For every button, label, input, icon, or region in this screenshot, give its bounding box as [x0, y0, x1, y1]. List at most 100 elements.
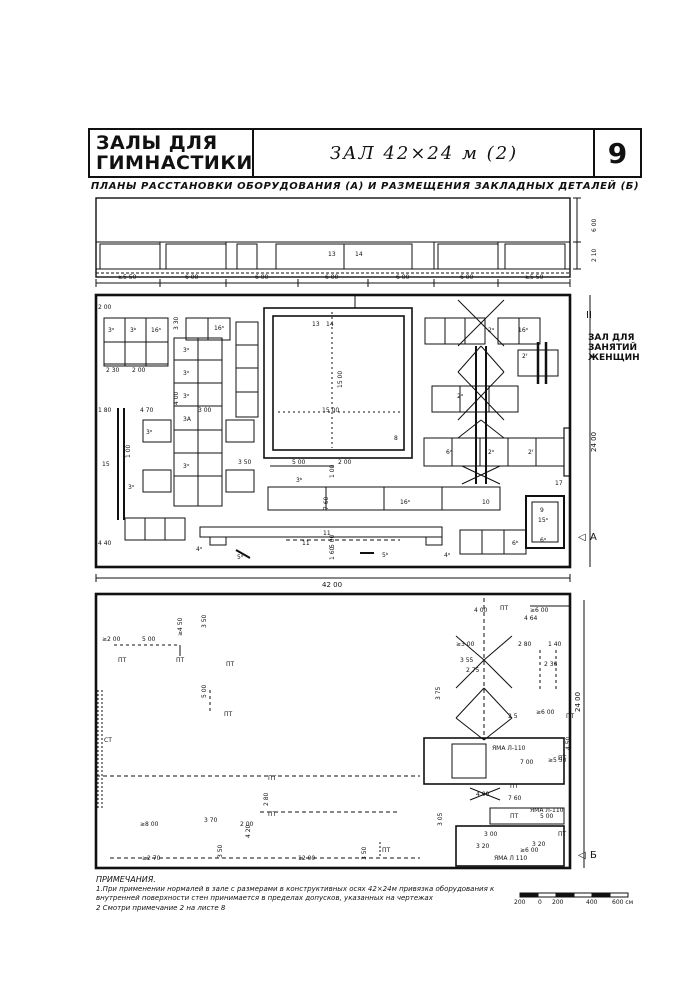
plan-b-dim: 2 80 — [518, 641, 532, 648]
embed-tag: ПТ — [268, 775, 277, 782]
scale-label: 0 — [538, 899, 542, 906]
plan-a-label: 17 — [555, 480, 563, 487]
plan-b-dim: 7 00 — [520, 759, 534, 766]
plan-b — [94, 592, 585, 870]
plan-b-dim: 5 00 — [142, 636, 156, 643]
title-block — [88, 128, 642, 178]
plan-b-dim: 2 36 — [544, 661, 558, 668]
plan-a — [94, 293, 591, 582]
plan-b-dim: 5 00 — [201, 684, 208, 698]
plan-a-dim: 2 00 — [132, 367, 146, 374]
plan-a-label: 2ᵃ — [488, 449, 494, 456]
plan-b-dim: 7 60 — [508, 795, 522, 802]
womens-zone-line3: ЖЕНЩИН — [588, 353, 640, 363]
womens-zone-line2: ЗАНЯТИЙ — [588, 343, 638, 353]
plan-b-dim: ≥6 00 — [536, 709, 555, 716]
elev-height-low: 2 10 — [591, 248, 598, 262]
plan-a-label: 5ᵃ — [237, 554, 243, 561]
plan-a-label: 5ᵇ — [382, 552, 389, 559]
plan-b-dim: 12 00 — [298, 855, 315, 862]
note-line-2: внутренней поверхности стен принимается … — [96, 894, 433, 902]
plan-a-label: 3ᵃ — [183, 393, 189, 400]
plan-a-label: 4ᵃ — [196, 546, 202, 553]
plan-b-dim: 3 20 — [532, 841, 546, 848]
embed-tag: ПТ — [510, 783, 519, 790]
marker-b: Б — [590, 850, 597, 861]
plan-b-dim: ≥6 00 — [530, 607, 549, 614]
womens-zone-label: ЗАЛ ДЛЯ ЗАНЯТИЙ ЖЕНЩИН — [588, 333, 640, 363]
plan-a-label: 6ᵇ — [512, 540, 519, 547]
plan-a-label: 15 — [102, 461, 110, 468]
plan-a-dim: 4 40 — [98, 540, 112, 547]
plan-b-dim: ≥2 70 — [142, 855, 161, 862]
plan-b-dim: ≥8 00 — [140, 821, 159, 828]
plan-b-dim: 3 50 — [201, 614, 208, 628]
plan-a-label: 3ᵃ — [183, 370, 189, 377]
pit-label: ЯМА Л-110 — [530, 807, 564, 814]
sheet-title: ЗАЛЫ ДЛЯ ГИМНАСТИКИ — [90, 130, 254, 176]
plan-a-dim: 5 00 — [329, 534, 336, 548]
plan-b-dim: 3 50 — [217, 844, 224, 858]
plan-a-dim: 1 80 — [98, 407, 112, 414]
plan-a-dim: 5 00 — [292, 459, 306, 466]
plan-a-label: 16ᵃ — [400, 499, 410, 506]
plan-b-dim: 5 00 — [540, 813, 554, 820]
plan-b-dim: 2 00 — [240, 821, 254, 828]
scale-bar — [519, 892, 629, 898]
plan-a-label: 3ᵇ — [130, 327, 137, 334]
plan-a-label: 6ᵃ — [540, 537, 546, 544]
plan-a-label: 2ᵃ — [457, 393, 463, 400]
sheet-number: 9 — [593, 130, 640, 176]
plan-a-label: 8 — [394, 435, 398, 442]
embed-tag: СТ — [104, 737, 112, 744]
plan-b-dim: 4 50 — [565, 736, 572, 750]
plan-a-dim: 3 30 — [173, 316, 180, 330]
plan-a-label: 3ᵃ — [183, 347, 189, 354]
embed-tag: ПТ — [558, 755, 567, 762]
plan-a-label: 3ᵃ — [146, 429, 152, 436]
elev-dim-5: 6 00 — [396, 274, 410, 281]
elev-dim-1: ≥5 50 — [118, 274, 137, 281]
plan-a-dim: 4 70 — [140, 407, 154, 414]
section-marker: II — [586, 310, 592, 321]
plan-a-square: 15 00 — [322, 407, 339, 414]
note-line-3: 2 Смотри примечание 2 на листе 8 — [96, 903, 226, 912]
plan-b-dim: ≥3 00 — [456, 641, 475, 648]
note-line-1: 1.При применении нормалей в зале с разме… — [96, 884, 495, 893]
plan-b-dim: ≥5 50 — [548, 757, 567, 764]
scale-label: 400 — [586, 899, 598, 906]
plan-a-dim: 2 30 — [106, 367, 120, 374]
plan-a-label: 16ᵃ — [214, 325, 224, 332]
plan-a-label: 3ᵇ — [296, 477, 303, 484]
plan-b-dim: 3 50 — [361, 846, 368, 860]
embed-tag: ПТ — [510, 813, 519, 820]
embed-tag: ПТ — [268, 811, 277, 818]
plan-b-dim: 3 55 — [460, 657, 474, 664]
plan-a-label: 11 — [323, 530, 331, 537]
plan-b-dim: 3 75 — [435, 686, 442, 700]
embed-tag: ПТ — [226, 661, 235, 668]
elev-label-13: 13 — [328, 251, 336, 258]
elev-height-top: 6 00 — [591, 218, 598, 232]
embed-tag: ПТ — [566, 713, 575, 720]
marker-b-arrow: ◁ — [578, 850, 586, 861]
plan-a-dim: 2 00 — [98, 304, 112, 311]
plan-b-height: 24 00 — [574, 692, 582, 712]
sheet-title-line1: ЗАЛЫ ДЛЯ — [96, 132, 218, 154]
plan-a-label: 3ᵃ — [128, 484, 134, 491]
plan-a-dim: 2 00 — [338, 459, 352, 466]
plan-a-label: 3А — [183, 416, 192, 423]
marker-a: А — [590, 532, 597, 543]
plan-a-label: 15ᵃ — [538, 517, 548, 524]
marker-a-arrow: ◁ — [578, 532, 586, 543]
plan-b-dim: 3 00 — [484, 831, 498, 838]
plan-a-label: 2ᶠ — [528, 449, 534, 456]
sheet-title-line2: ГИМНАСТИКИ — [96, 152, 253, 174]
plan-b-dim: ≥4 50 — [177, 617, 184, 636]
drawing-subtitle: ПЛАНЫ РАССТАНОВКИ ОБОРУДОВАНИЯ (А) И РАЗ… — [90, 181, 640, 192]
wall-elevation — [95, 197, 581, 287]
plan-a-total-width: 42 00 — [322, 581, 342, 589]
plan-a-height: 24 00 — [590, 432, 598, 452]
notes-block: ПРИМЕЧАНИЯ. 1.При применении нормалей в … — [96, 875, 526, 913]
pit-label: ЯМА Л-110 — [492, 745, 526, 752]
